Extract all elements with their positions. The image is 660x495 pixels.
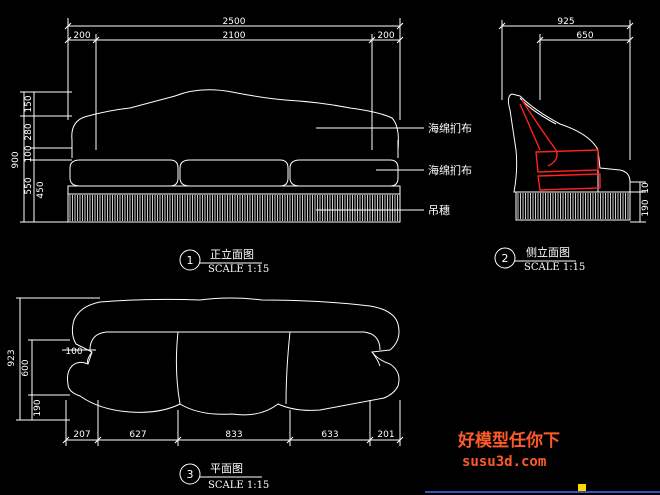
plan-view [16, 297, 404, 485]
watermark-line-1: 好模型任你下 [457, 430, 560, 451]
front-elevation [20, 18, 424, 271]
front-view-title: 正立面图 [210, 247, 254, 261]
side-highlight [519, 99, 601, 191]
watermark-line-2: susu3d.com [462, 454, 546, 470]
view-marker-2: 2 [502, 252, 509, 265]
dim-right-arm: 200 [377, 31, 394, 41]
fringe-tassel [69, 195, 398, 221]
dim-overall: 2500 [223, 17, 246, 27]
side-elevation [494, 20, 646, 269]
side-dim-overall: 925 [557, 17, 574, 27]
side-dim-d1: 10 [641, 182, 651, 194]
callout-back-fabric: 海绵扪布 [428, 121, 472, 135]
plan-dim-b5: 201 [377, 430, 394, 440]
callout-fringe: 吊穗 [428, 204, 450, 217]
plan-view-scale: SCALE 1:15 [208, 480, 269, 491]
yellow-marker [578, 484, 586, 491]
side-view-title: 侧立面图 [526, 245, 570, 259]
plan-view-title: 平面图 [210, 462, 243, 475]
dim-d1: 150 [24, 95, 34, 112]
view-marker-3: 3 [187, 468, 194, 481]
dim-d4: 550 [24, 177, 34, 194]
plan-dim-b3: 833 [225, 430, 242, 440]
plan-dim-total: 923 [7, 349, 17, 366]
dim-seat-width: 2100 [223, 31, 246, 41]
dim-d2: 280 [24, 123, 34, 140]
plan-dim-inner: 100 [65, 347, 82, 357]
view-marker-1: 1 [187, 254, 194, 267]
plan-dim-b4: 633 [321, 430, 338, 440]
side-dim-seat: 650 [576, 31, 593, 41]
dim-d5: 450 [36, 181, 46, 198]
plan-dim-front: 190 [33, 399, 43, 416]
front-view-scale: SCALE 1:15 [208, 264, 269, 275]
fringe-outline [67, 193, 401, 223]
plan-dim-seat-depth: 600 [21, 359, 31, 376]
side-fringe [517, 193, 629, 219]
plan-dim-b2: 627 [129, 430, 146, 440]
dim-left-arm: 200 [73, 31, 90, 41]
dim-d3: 100 [24, 145, 34, 162]
callout-cushion-fabric: 海绵扪布 [428, 163, 472, 177]
side-view-scale: SCALE 1:15 [524, 262, 585, 273]
dim-total-height: 900 [11, 151, 21, 168]
side-dim-d2: 190 [641, 199, 651, 216]
plan-dim-b1: 207 [73, 430, 90, 440]
